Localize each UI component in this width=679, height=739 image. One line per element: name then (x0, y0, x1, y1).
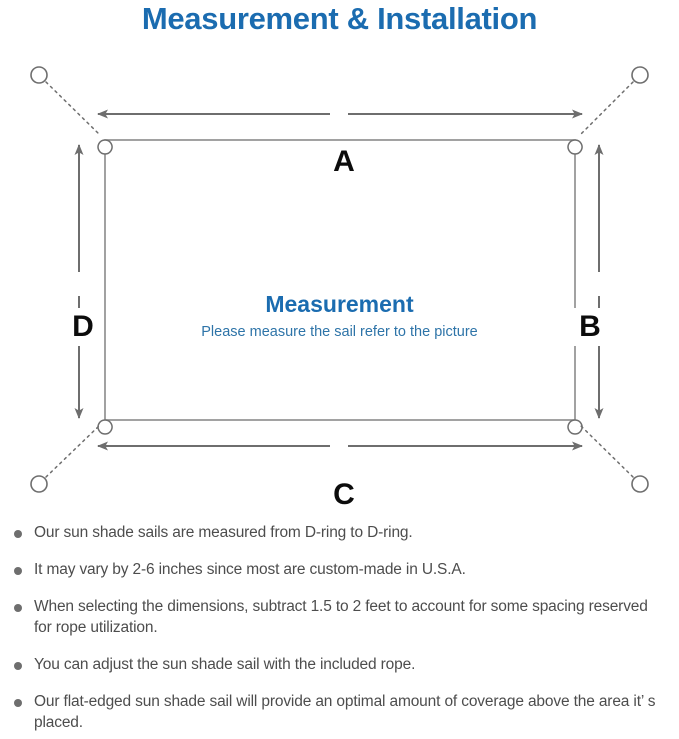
anchor-ring-bottom-left (30, 475, 48, 493)
d-ring-top-right (567, 139, 583, 155)
note-text: You can adjust the sun shade sail with t… (34, 656, 416, 673)
sail-rectangle (104, 139, 576, 421)
anchor-ring-top-right (631, 66, 649, 84)
anchor-ring-bottom-right (631, 475, 649, 493)
d-ring-top-left (97, 139, 113, 155)
rope-bottom-right (579, 424, 634, 478)
list-item: When selecting the dimensions, subtract … (0, 596, 679, 638)
list-item: Our flat-edged sun shade sail will provi… (0, 691, 679, 733)
diagram-svg (30, 66, 649, 493)
note-text: Our sun shade sails are measured from D-… (34, 524, 413, 541)
bullet-icon (14, 662, 22, 670)
bullet-icon (14, 567, 22, 575)
measurement-diagram: A B C D Measurement Please measure the s… (0, 50, 679, 515)
d-ring-bottom-left (97, 419, 113, 435)
list-item: It may vary by 2-6 inches since most are… (0, 559, 679, 580)
bullet-icon (14, 530, 22, 538)
page-title: Measurement & Installation (141, 1, 538, 36)
note-text: Our flat-edged sun shade sail will provi… (34, 693, 656, 731)
anchor-ring-top-left (30, 66, 48, 84)
rope-top-right (579, 81, 634, 136)
bullet-icon (14, 699, 22, 707)
bullet-icon (14, 604, 22, 612)
notes-list: Our sun shade sails are measured from D-… (0, 522, 679, 733)
list-item: Our sun shade sails are measured from D-… (0, 522, 679, 543)
note-text: When selecting the dimensions, subtract … (34, 598, 648, 636)
list-item: You can adjust the sun shade sail with t… (0, 654, 679, 675)
d-ring-bottom-right (567, 419, 583, 435)
note-text: It may vary by 2-6 inches since most are… (34, 561, 466, 578)
rope-bottom-left (45, 424, 101, 478)
rope-top-left (45, 81, 101, 136)
